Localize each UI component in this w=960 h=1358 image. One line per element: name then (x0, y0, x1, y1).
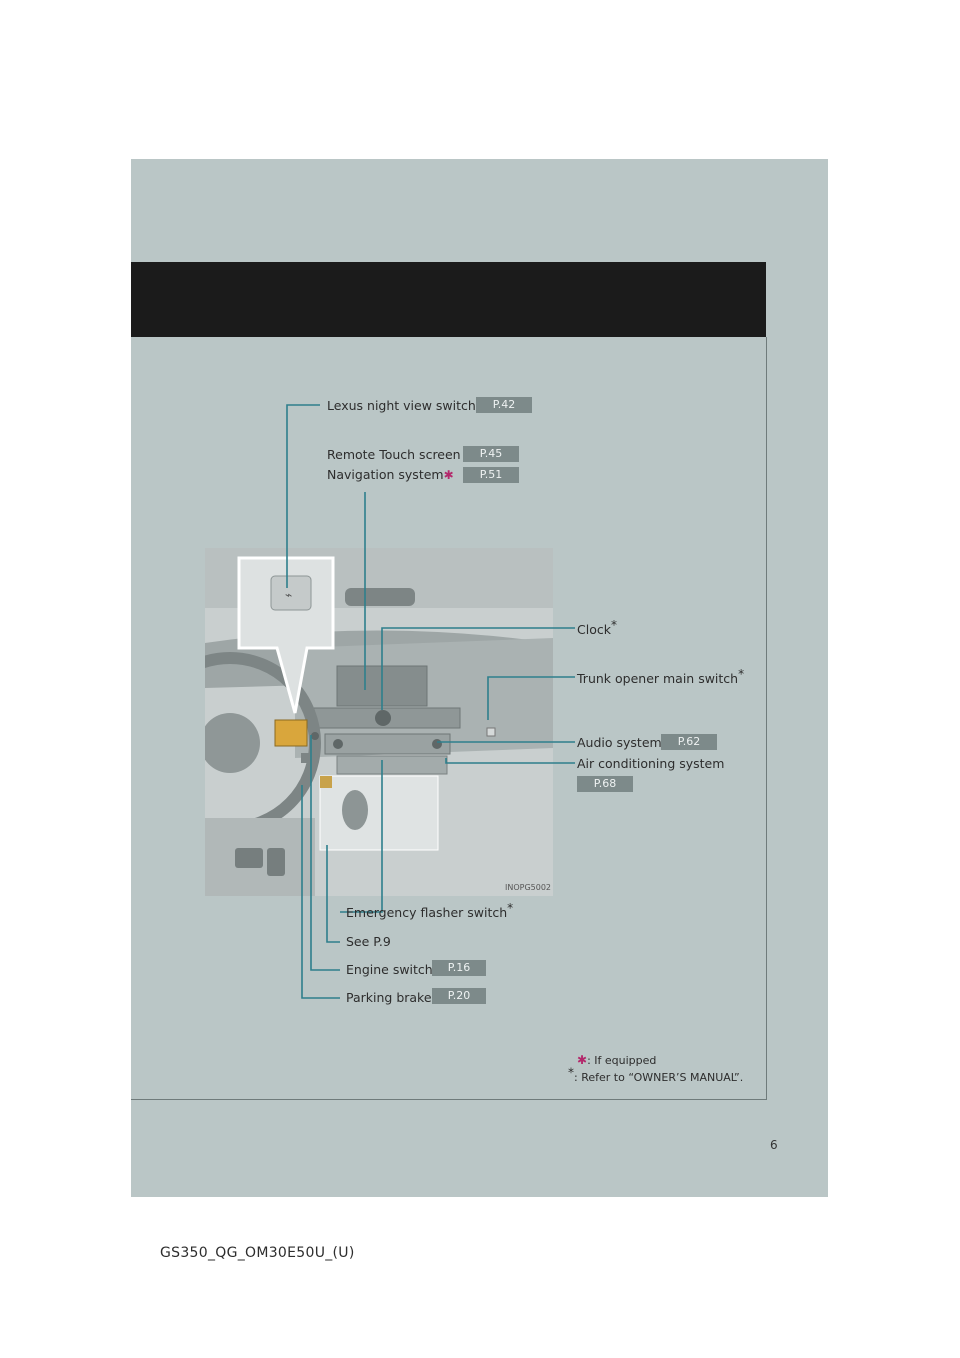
navigation-text: Navigation system (327, 467, 444, 482)
equipped-star-icon: ✱ (577, 1053, 587, 1067)
document-code: GS350_QG_OM30E50U_(U) (160, 1245, 355, 1261)
emergency-label: Emergency flasher switch* (346, 905, 513, 921)
audio-page-tag[interactable]: P.62 (661, 734, 717, 750)
engine-page-tag[interactable]: P.16 (432, 960, 486, 976)
footnote-if-equipped-text: : If equipped (587, 1054, 656, 1067)
asterisk-icon: * (611, 618, 617, 632)
footnote-refer-text: : Refer to “OWNER’S MANUAL”. (574, 1071, 743, 1084)
night-view-label: Lexus night view switch✱ (327, 398, 486, 414)
navigation-label: Navigation system✱ (327, 467, 454, 483)
asterisk-icon: * (738, 667, 744, 681)
parking-label: Parking brake (346, 990, 432, 1006)
parking-page-tag[interactable]: P.20 (432, 988, 486, 1004)
equipped-star-icon: ✱ (444, 468, 454, 482)
remote-touch-page-tag[interactable]: P.45 (463, 446, 519, 462)
page-number: 6 (770, 1138, 778, 1152)
emergency-text: Emergency flasher switch (346, 905, 507, 920)
navigation-page-tag[interactable]: P.51 (463, 467, 519, 483)
footnote-refer: *: Refer to “OWNER’S MANUAL”. (568, 1071, 743, 1084)
audio-label: Audio system (577, 735, 662, 751)
remote-touch-label: Remote Touch screen (327, 447, 461, 463)
see-p9-label[interactable]: See P.9 (346, 934, 391, 950)
clock-text: Clock (577, 622, 611, 637)
clock-label: Clock* (577, 622, 617, 638)
trunk-label: Trunk opener main switch* (577, 671, 744, 687)
engine-label: Engine switch (346, 962, 433, 978)
air-con-page-tag[interactable]: P.68 (577, 776, 633, 792)
air-con-label: Air conditioning system (577, 756, 724, 772)
footnote-if-equipped: ✱: If equipped (577, 1053, 656, 1067)
trunk-text: Trunk opener main switch (577, 671, 738, 686)
night-view-page-tag[interactable]: P.42 (476, 397, 532, 413)
asterisk-icon: * (507, 901, 513, 915)
night-view-text: Lexus night view switch (327, 398, 476, 413)
